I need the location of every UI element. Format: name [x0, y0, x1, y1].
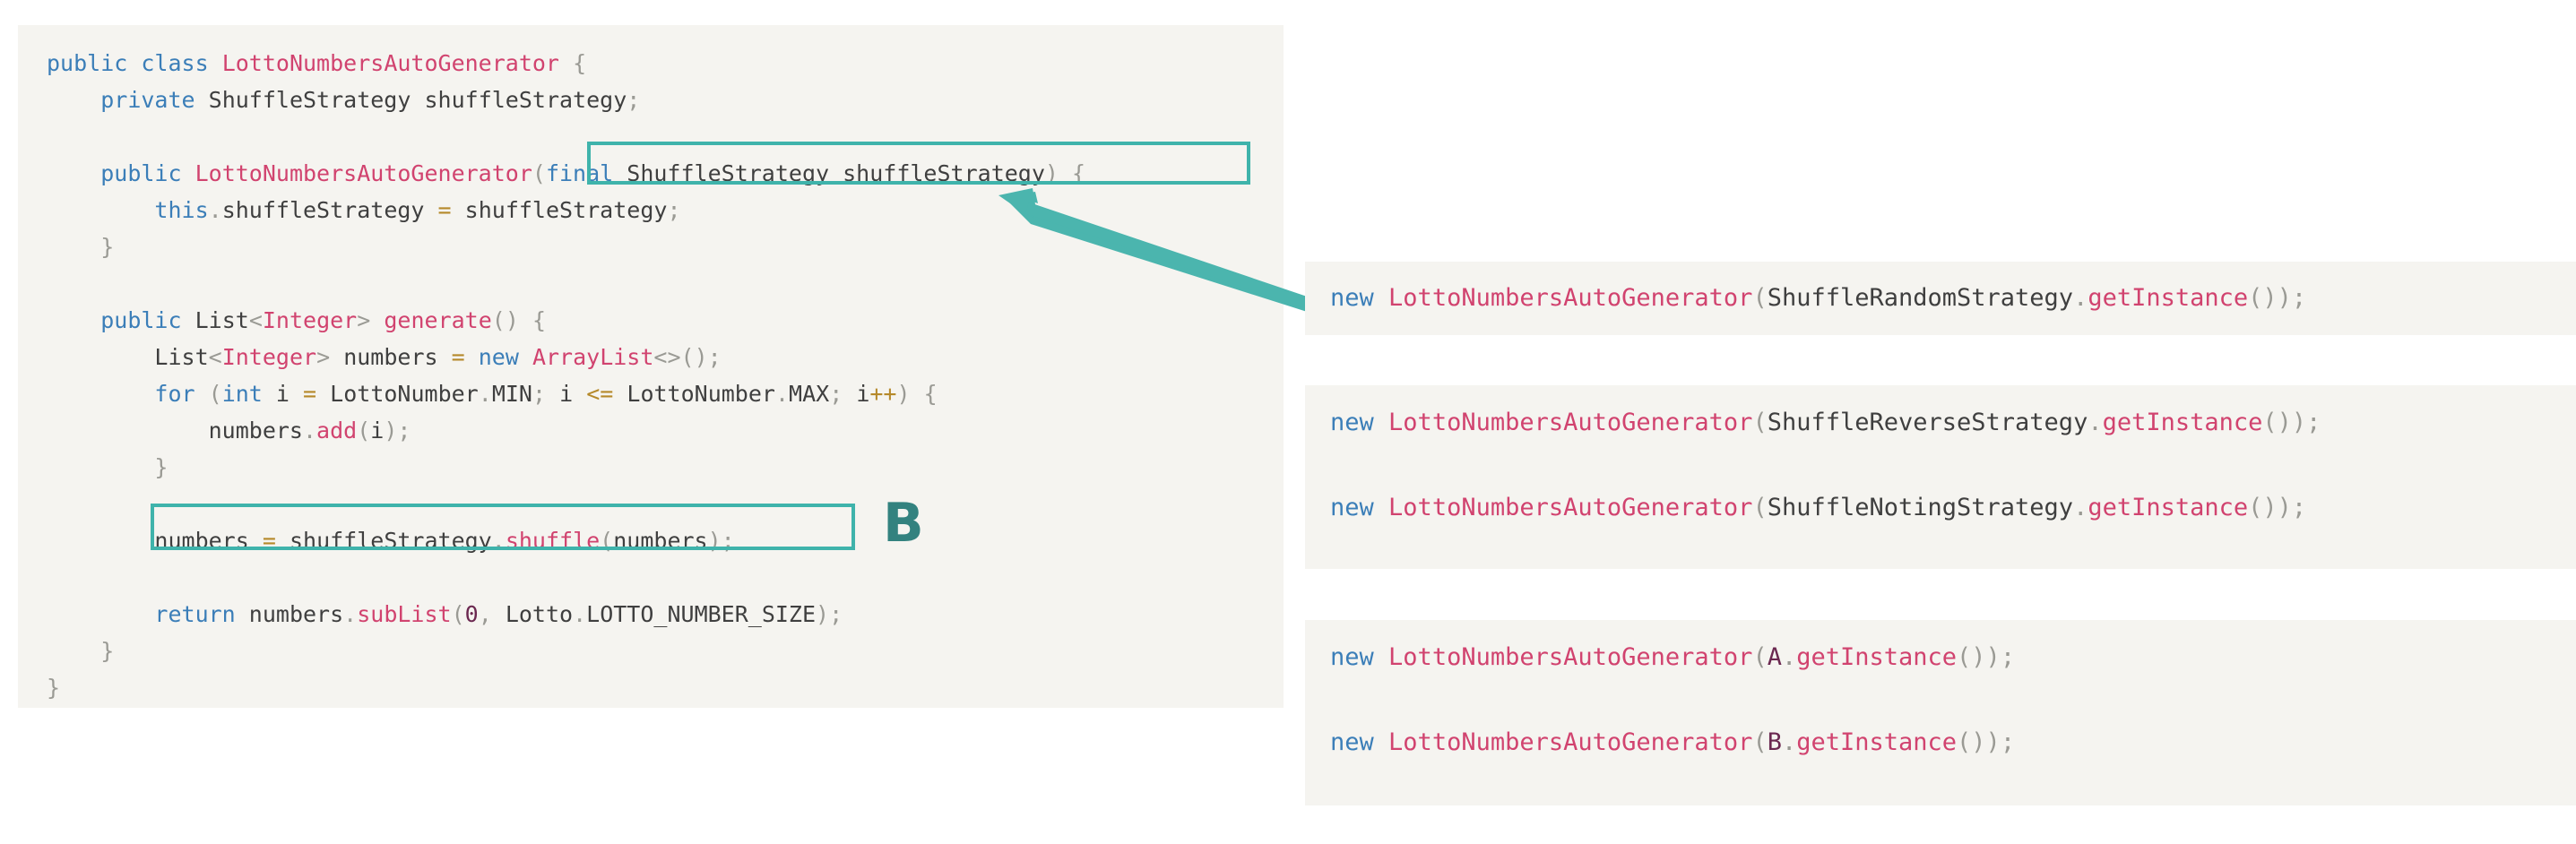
left-code-block: public class LottoNumbersAutoGenerator {…: [18, 25, 1284, 708]
usage-panel-1: new LottoNumbersAutoGenerator(ShuffleRan…: [1305, 262, 2576, 335]
code-line-constructor-close: }: [100, 234, 115, 260]
code-line-for-loop: for (int i = LottoNumber.MIN; i <= Lotto…: [154, 381, 938, 407]
code-line-numbers-add: numbers.add(i);: [208, 418, 411, 444]
usage-snippet-shuffle-reverse: new LottoNumbersAutoGenerator(ShuffleRev…: [1330, 409, 2321, 436]
code-line-class-decl: public class LottoNumbersAutoGenerator {: [47, 50, 587, 76]
usage-snippet-shuffle-random: new LottoNumbersAutoGenerator(ShuffleRan…: [1330, 284, 2307, 312]
code-line-constructor-signature: public LottoNumbersAutoGenerator(final S…: [100, 160, 1086, 186]
code-line-method-close: }: [100, 638, 115, 664]
code-line-blank-3: [18, 486, 1284, 522]
code-line-blank-2: [18, 265, 1284, 302]
code-line-constructor-assignment: this.shuffleStrategy = shuffleStrategy;: [154, 197, 681, 223]
code-line-blank-1: [18, 118, 1284, 155]
usage-snippet-placeholder-a: new LottoNumbersAutoGenerator(A.getInsta…: [1330, 643, 2016, 671]
code-line-class-close: }: [47, 675, 61, 701]
code-line-for-close: }: [154, 454, 169, 480]
usage-panel-2: new LottoNumbersAutoGenerator(ShuffleRev…: [1305, 385, 2576, 569]
usage-snippet-shuffle-noting: new LottoNumbersAutoGenerator(ShuffleNot…: [1330, 494, 2307, 521]
code-line-list-init: List<Integer> numbers = new ArrayList<>(…: [154, 344, 722, 370]
code-line-shuffle-assignment: numbers = shuffleStrategy.shuffle(number…: [154, 528, 735, 554]
usage-panel-3: new LottoNumbersAutoGenerator(A.getInsta…: [1305, 620, 2576, 805]
code-line-generate-signature: public List<Integer> generate() {: [100, 307, 547, 333]
code-line-return: return numbers.subList(0, Lotto.LOTTO_NU…: [154, 601, 843, 627]
code-line-blank-4: [18, 559, 1284, 596]
annotation-label-b: B: [883, 492, 924, 555]
code-line-field-declaration: private ShuffleStrategy shuffleStrategy;: [100, 87, 641, 113]
usage-snippet-placeholder-b: new LottoNumbersAutoGenerator(B.getInsta…: [1330, 728, 2016, 756]
